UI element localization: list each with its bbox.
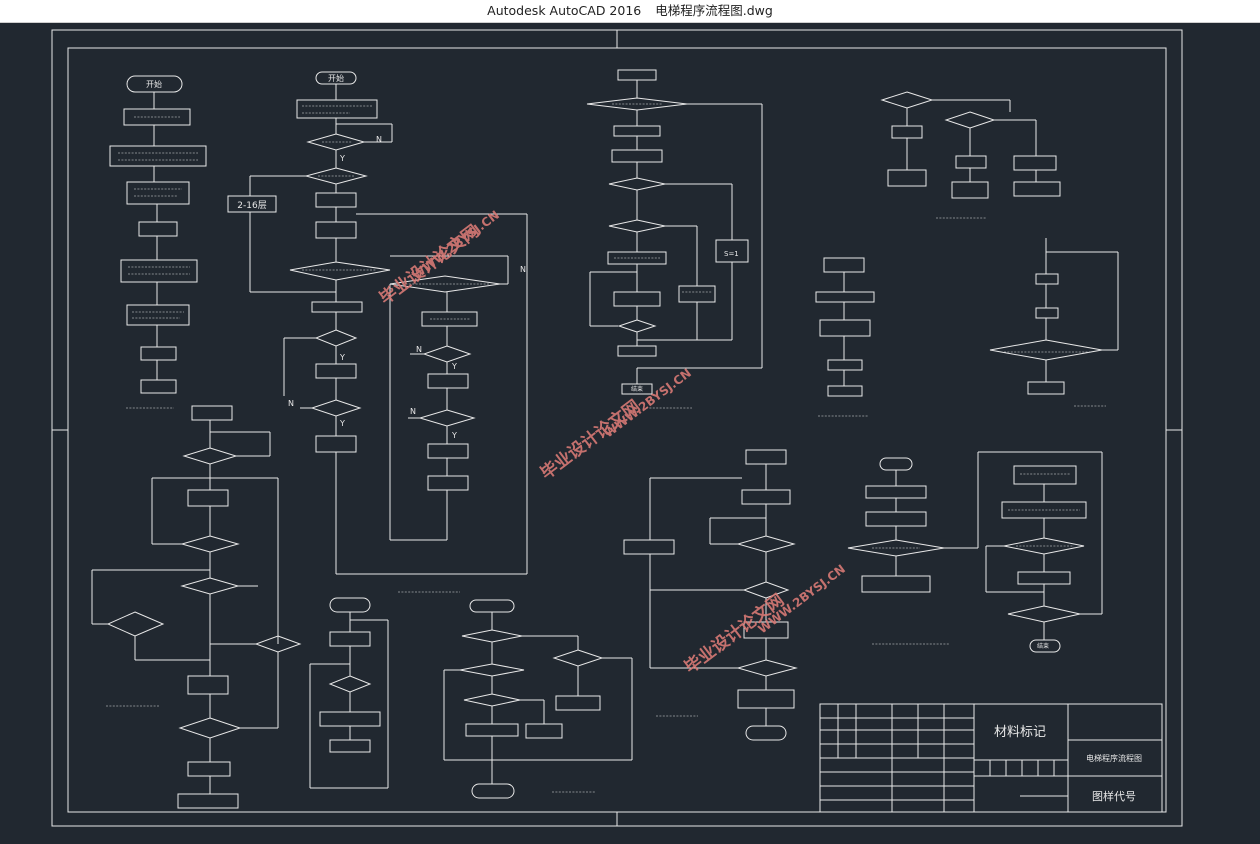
yes-label-4: Y [451,362,457,371]
flowchart-door [815,257,875,397]
start-label-main: 开始 [328,73,344,83]
flowchart-display [109,75,207,394]
end-label: 结束 [631,385,643,393]
flowchart-call [586,69,763,395]
drawing-code: 图样代号 [1092,789,1136,803]
window-title-bar: Autodesk AutoCAD 2016 电梯程序流程图.dwg [0,0,1260,23]
flowchart-close-door [309,597,389,789]
floor-range-label: 2-16层 [237,200,266,211]
app-title: Autodesk AutoCAD 2016 [487,3,642,18]
no-label-5: N [410,407,416,416]
s-label: S=1 [724,250,739,258]
flowchart-control [847,451,1103,653]
drawing-name: 电梯程序流程图 [1086,753,1142,763]
title-block [819,703,1163,813]
box-text-glyphs [106,103,1106,793]
drawing-canvas[interactable]: 开始 开始 N Y 2-16层 N Y Y N N Y N Y S=1 结束 结… [0,22,1260,840]
yes-label-3: Y [339,419,345,428]
flowchart-arrival [623,449,798,741]
no-label-4: N [416,345,422,354]
yes-label-2: Y [339,353,345,362]
no-label: N [376,135,382,144]
end-label-2: 结束 [1037,642,1049,650]
yes-label: Y [339,154,345,163]
svg-text:WWW.2BYSJ.CN: WWW.2BYSJ.CN [601,366,694,441]
flowchart-main [227,71,528,575]
flowchart-open-door [91,405,302,809]
svg-text:毕业设计论文网: 毕业设计论文网 [680,590,788,678]
svg-text:WWW.2BYSJ.CN: WWW.2BYSJ.CN [409,208,502,283]
flowchart-alarm [443,599,633,799]
no-label-2: N [520,265,526,274]
flowchart-loop-right [989,238,1119,395]
yes-label-5: Y [451,431,457,440]
file-name: 电梯程序流程图.dwg [655,3,773,18]
material-mark: 材料标记 [994,725,1046,740]
no-label-3: N [288,399,294,408]
flowchart-direction [880,91,1061,199]
watermark: 毕业设计论文网 WWW.2BYSJ.CN 毕业设计论文网 WWW.2BYSJ.C… [375,208,848,678]
start-label: 开始 [146,79,162,89]
